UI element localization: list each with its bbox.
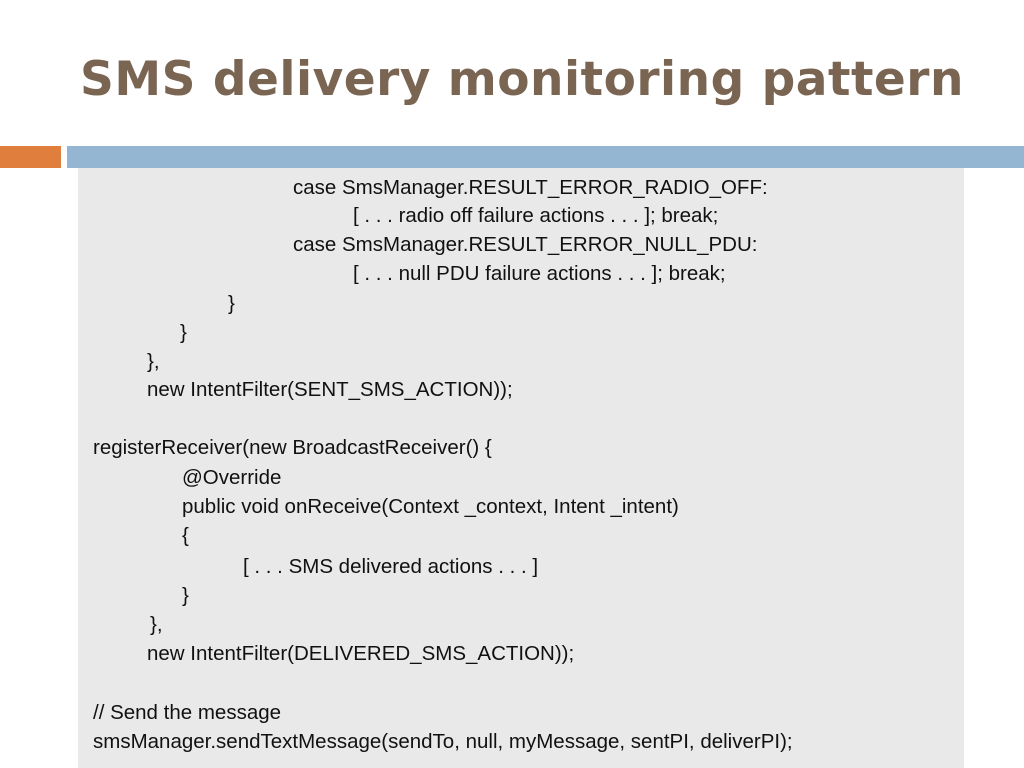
code-line: [ . . . null PDU failure actions . . . ]… bbox=[353, 262, 726, 285]
code-line: }, bbox=[147, 350, 160, 373]
code-line: new IntentFilter(DELIVERED_SMS_ACTION)); bbox=[147, 642, 575, 665]
code-line: smsManager.sendTextMessage(sendTo, null,… bbox=[93, 730, 793, 753]
code-line: } bbox=[228, 292, 235, 315]
code-line: case SmsManager.RESULT_ERROR_RADIO_OFF: bbox=[293, 176, 768, 199]
code-panel: case SmsManager.RESULT_ERROR_RADIO_OFF: … bbox=[78, 168, 964, 768]
accent-bar-blue bbox=[67, 146, 1024, 168]
code-line: } bbox=[182, 584, 189, 607]
code-line: // Send the message bbox=[93, 701, 282, 724]
accent-bar-orange bbox=[0, 146, 61, 168]
code-line: [ . . . SMS delivered actions . . . ] bbox=[243, 555, 539, 578]
code-line: new IntentFilter(SENT_SMS_ACTION)); bbox=[147, 378, 513, 401]
code-line: @Override bbox=[182, 466, 282, 489]
code-line: [ . . . radio off failure actions . . . … bbox=[353, 204, 719, 227]
code-line: public void onReceive(Context _context, … bbox=[182, 495, 679, 518]
code-line: }, bbox=[150, 613, 163, 636]
code-line: { bbox=[182, 524, 189, 547]
code-line: } bbox=[180, 321, 187, 344]
slide-title: SMS delivery monitoring pattern bbox=[80, 52, 964, 107]
code-line: case SmsManager.RESULT_ERROR_NULL_PDU: bbox=[293, 233, 758, 256]
code-line: registerReceiver(new BroadcastReceiver()… bbox=[93, 436, 492, 459]
